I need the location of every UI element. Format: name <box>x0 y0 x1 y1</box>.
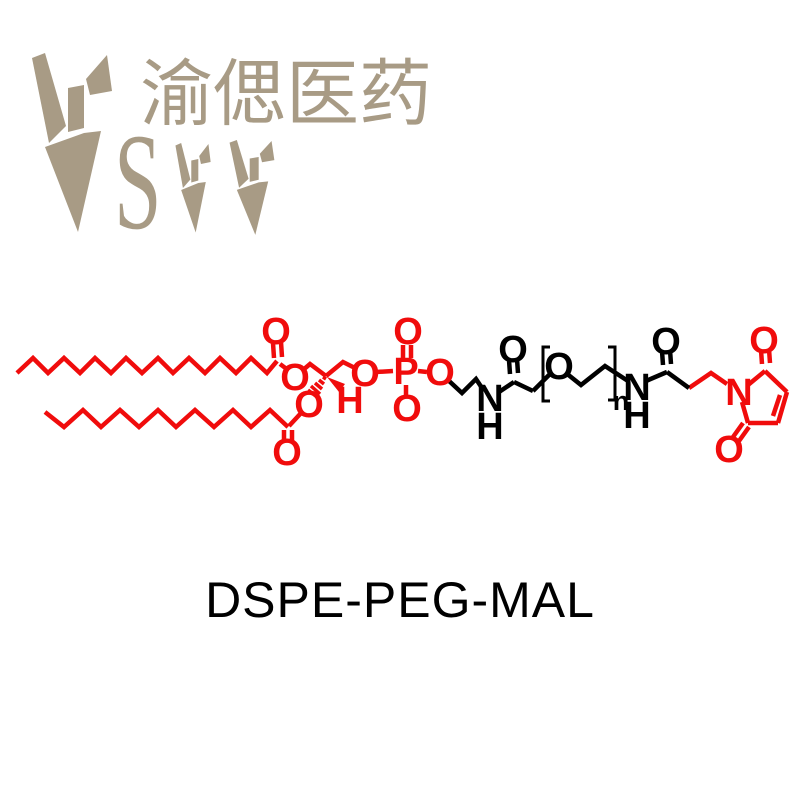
phosphate-bonds <box>375 345 428 395</box>
atom-peg-oxygen: O <box>544 346 574 388</box>
logo-letter-s: S <box>114 105 162 258</box>
atom-ester1-carbonyl-oxygen: O <box>261 311 291 353</box>
atom-amide2-oxygen: O <box>651 321 681 363</box>
atom-ester2-carbonyl-oxygen: O <box>272 432 302 474</box>
maleimide-ring-double-bond-c3-c4 <box>770 391 790 424</box>
maleimide-ring-bond-c2-c3 <box>763 369 789 394</box>
atom-maleimide-bottom-oxygen: O <box>714 429 744 471</box>
atom-ester2-oxygen: O <box>294 384 324 426</box>
product-name-label: DSPE-PEG-MAL <box>205 572 595 628</box>
maleimide-ring-bond-c5-n <box>739 401 751 424</box>
atom-phosphate-ester-oxygen: O <box>425 352 455 394</box>
amide2-carbonyl-double-bond <box>659 349 674 366</box>
stearoyl-chain-top <box>15 354 279 377</box>
atom-phosphorus: P <box>393 351 418 393</box>
peg-black-bonds <box>446 345 691 403</box>
black-atom-labels: N H O O n N H O <box>476 321 681 448</box>
maleimide-c5-carbonyl-double-bond <box>731 421 751 443</box>
dspe-red-bonds <box>15 341 790 443</box>
atom-maleimide-top-oxygen: O <box>749 320 779 362</box>
solid-wedge-bond <box>327 377 345 392</box>
amide1-carbonyl-double-bond <box>506 358 521 375</box>
ester1-c-o-bond <box>278 362 290 372</box>
atom-stereocenter-hydrogen: H <box>336 380 363 422</box>
atom-amide1-oxygen: O <box>498 329 528 371</box>
ethyl-o-to-n-bonds <box>446 375 486 397</box>
peg-bracket-left <box>541 345 550 403</box>
ester2-carbonyl-double-bond <box>281 430 295 442</box>
atom-glycerol-phosphate-oxygen: O <box>350 353 380 395</box>
atom-maleimide-nitrogen: N <box>725 372 752 414</box>
maleimide-propyl-bonds <box>687 370 729 390</box>
atom-phosphate-double-oxygen: O <box>393 311 423 353</box>
maleimide-c2-carbonyl-double-bond <box>758 348 773 365</box>
peg-repeat-subscript: n <box>613 386 630 416</box>
logo-chinese-name: 渝偲医药 <box>140 54 432 135</box>
peg-bracket-right <box>608 345 617 402</box>
amide2-n-c-bond <box>645 369 668 384</box>
stearoyl-chain-bottom <box>43 406 290 431</box>
hash-wedge-bond <box>306 375 327 399</box>
amide2-ch2-bond <box>665 370 691 390</box>
company-logo: 渝偲医药 S <box>32 53 432 258</box>
peg-repeat-unit-bonds <box>564 363 630 388</box>
atom-phosphate-hydroxy-oxygen: O <box>392 388 422 430</box>
ester1-carbonyl-double-bond <box>270 341 285 359</box>
atom-amide1-nitrogen: N <box>476 378 503 420</box>
logo-mark-group: 渝偲医药 S <box>32 53 432 258</box>
glycerol-c1-bonds <box>301 361 328 378</box>
red-atom-labels: O O O O H O P O O O N O O <box>261 311 779 474</box>
atom-ester1-oxygen: O <box>280 357 310 399</box>
atom-amide1-hydrogen: H <box>476 406 503 448</box>
atom-amide2-nitrogen: N <box>623 367 650 409</box>
maleimide-ring-bond-n-c2 <box>746 369 767 387</box>
ester2-o-c-bond <box>287 410 304 428</box>
glycerol-c3-bonds <box>324 359 357 378</box>
atom-amide2-hydrogen: H <box>623 395 650 437</box>
amide1-n-c-bond <box>497 380 516 394</box>
